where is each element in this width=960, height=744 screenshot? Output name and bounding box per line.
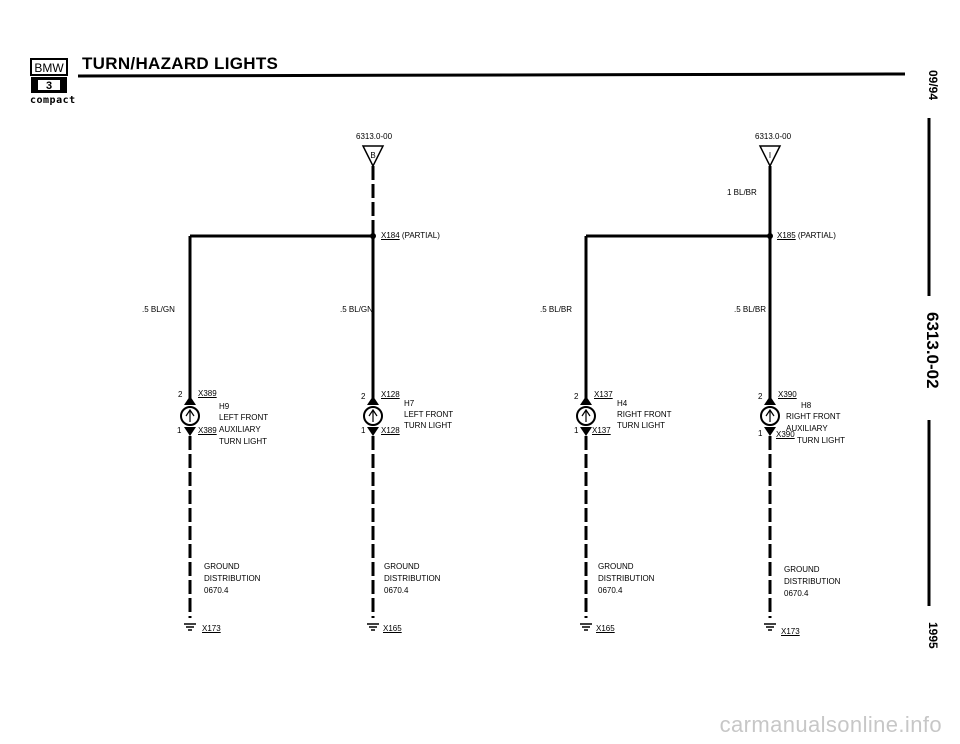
circuit-right: I xyxy=(576,145,782,631)
page-title: TURN/HAZARD LIGHTS xyxy=(82,54,279,73)
lamp-desc-line: RIGHT FRONT xyxy=(786,412,841,421)
connector-top-icon xyxy=(184,396,196,405)
connector-label: X390 xyxy=(776,430,795,439)
connector-bottom-icon xyxy=(367,427,379,436)
ground-ref: X173 xyxy=(202,624,221,633)
pin-number: 2 xyxy=(758,392,763,401)
source-ref: 6313.0-00 xyxy=(755,132,792,141)
lamp-id: H7 xyxy=(404,399,415,408)
source-connector-icon xyxy=(758,145,782,168)
ground-icon xyxy=(184,623,196,631)
connector-bottom-icon xyxy=(764,427,776,436)
header-rule xyxy=(77,72,906,78)
lamp-desc-line: AUXILIARY xyxy=(786,424,828,433)
ground-desc-line: GROUND xyxy=(204,562,240,571)
ground-icon xyxy=(580,623,592,631)
lamp-id: H8 xyxy=(801,401,812,410)
ground-desc-line: 0670.4 xyxy=(204,586,229,595)
ground-ref: X173 xyxy=(781,627,800,636)
connector-top-icon xyxy=(764,396,776,405)
pin-number: 1 xyxy=(177,426,182,435)
ground-desc-line: GROUND xyxy=(598,562,634,571)
wire-label: .5 BL/BR xyxy=(734,305,767,314)
wire-label: .5 BL/GN xyxy=(340,305,373,314)
feed-wire-label: 1 BL/BR xyxy=(727,188,757,197)
ground-desc-line: DISTRIBUTION xyxy=(598,574,655,583)
lamp-filament-icon xyxy=(581,408,591,422)
ground-desc-line: 0670.4 xyxy=(598,586,623,595)
lamp-id: H9 xyxy=(219,402,230,411)
splice-label: X185 (PARTIAL) xyxy=(777,231,836,240)
circuit-left: B xyxy=(180,145,385,631)
wire-label: .5 BL/BR xyxy=(540,305,573,314)
ground-desc-line: DISTRIBUTION xyxy=(384,574,441,583)
source-ref: 6313.0-00 xyxy=(356,132,393,141)
connector-bottom-icon xyxy=(184,427,196,436)
ground-desc-line: 0670.4 xyxy=(384,586,409,595)
pin-number: 1 xyxy=(361,426,366,435)
connector-bottom-icon xyxy=(580,427,592,436)
lamp-filament-icon xyxy=(185,408,195,422)
lamp-filament-icon xyxy=(765,408,775,422)
brand-text: BMW xyxy=(34,61,64,75)
splice-label: X184 (PARTIAL) xyxy=(381,231,440,240)
connector-label: X390 xyxy=(778,390,797,399)
ground-desc-line: 0670.4 xyxy=(784,589,809,598)
ground-desc-line: DISTRIBUTION xyxy=(784,577,841,586)
model-badge-text: 3 xyxy=(46,80,52,92)
wire-label: .5 BL/GN xyxy=(142,305,175,314)
source-letter: B xyxy=(370,151,375,160)
ground-icon xyxy=(764,623,776,631)
ground-ref: X165 xyxy=(596,624,615,633)
source-letter: I xyxy=(769,151,771,160)
connector-label: X389 xyxy=(198,389,217,398)
lamp-id: H4 xyxy=(617,399,628,408)
lamp-desc-line: TURN LIGHT xyxy=(219,437,267,446)
ground-ref: X165 xyxy=(383,624,402,633)
ground-desc-line: GROUND xyxy=(384,562,420,571)
ground-desc-line: GROUND xyxy=(784,565,820,574)
lamp-filament-icon xyxy=(368,408,378,422)
pin-number: 2 xyxy=(178,390,183,399)
ground-icon xyxy=(367,623,379,631)
connector-label: X137 xyxy=(592,426,611,435)
lamp-desc-line: TURN LIGHT xyxy=(404,421,452,430)
connector-top-icon xyxy=(580,396,592,405)
ground-desc-line: DISTRIBUTION xyxy=(204,574,261,583)
watermark: carmanualsonline.info xyxy=(719,712,942,737)
lamp-desc-line: LEFT FRONT xyxy=(404,410,454,419)
lamp-desc-line: LEFT FRONT xyxy=(219,413,269,422)
lamp-desc-line: TURN LIGHT xyxy=(797,436,845,445)
pin-number: 1 xyxy=(574,426,579,435)
lamp-desc-line: AUXILIARY xyxy=(219,425,261,434)
lamp-desc-line: TURN LIGHT xyxy=(617,421,665,430)
pin-number: 2 xyxy=(574,392,579,401)
lamp-desc-line: RIGHT FRONT xyxy=(617,410,672,419)
bmw-3-logo: BMW 3 xyxy=(30,58,68,93)
connector-label: X137 xyxy=(594,390,613,399)
pin-number: 2 xyxy=(361,392,366,401)
pin-number: 1 xyxy=(758,429,763,438)
connector-top-icon xyxy=(367,396,379,405)
connector-label: X389 xyxy=(198,426,217,435)
source-connector-icon xyxy=(361,145,385,168)
connector-label: X128 xyxy=(381,390,400,399)
series-label: compact xyxy=(30,95,76,106)
connector-label: X128 xyxy=(381,426,400,435)
